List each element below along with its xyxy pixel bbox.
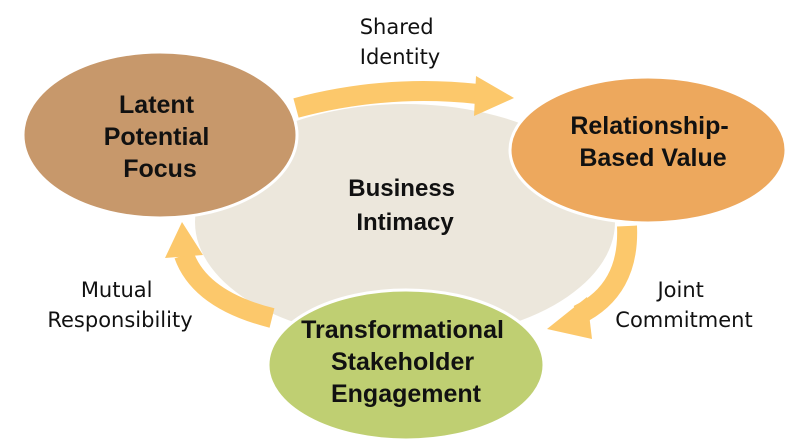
shared-identity-label: Shared Identity xyxy=(360,15,441,69)
node-latent-potential-focus xyxy=(21,50,299,220)
relationship-based-value-label: Relationship- Based Value xyxy=(570,112,735,172)
arrow-mutual-responsibility xyxy=(165,222,275,328)
relationship-label-line: Relationship- xyxy=(570,112,728,140)
joint-commitment-line: Commitment xyxy=(615,308,752,332)
mutual-responsibility-line: Mutual xyxy=(81,278,153,302)
mutual-responsibility-line: Responsibility xyxy=(47,308,192,332)
latent-label-line: Latent xyxy=(119,91,195,119)
node-transformational-stakeholder-engagement xyxy=(266,288,546,442)
joint-commitment-line: Joint xyxy=(655,278,703,302)
center-background xyxy=(195,104,615,340)
center-title-line: Business xyxy=(348,175,455,202)
stakeholder-label-line: Stakeholder xyxy=(331,348,474,376)
node-relationship-based-value xyxy=(508,75,788,225)
shared-identity-line: Shared xyxy=(360,15,434,39)
shared-identity-line: Identity xyxy=(360,45,440,69)
latent-potential-focus-label: Latent Potential Focus xyxy=(104,91,217,183)
stakeholder-label-line: Engagement xyxy=(331,380,482,408)
latent-label-line: Potential xyxy=(104,123,210,151)
mutual-responsibility-label: Mutual Responsibility xyxy=(47,278,192,332)
transformational-stakeholder-engagement-label: Transformational Stakeholder Engagement xyxy=(301,316,511,408)
relationship-label-line: Based Value xyxy=(579,144,726,172)
latent-label-line: Focus xyxy=(123,155,197,183)
stakeholder-label-line: Transformational xyxy=(301,316,504,344)
arrow-shared-identity xyxy=(293,76,514,118)
joint-commitment-label: Joint Commitment xyxy=(615,278,752,332)
arrow-joint-commitment xyxy=(547,225,638,339)
center-title-line: Intimacy xyxy=(356,209,454,236)
center-title: Business Intimacy xyxy=(348,175,461,236)
